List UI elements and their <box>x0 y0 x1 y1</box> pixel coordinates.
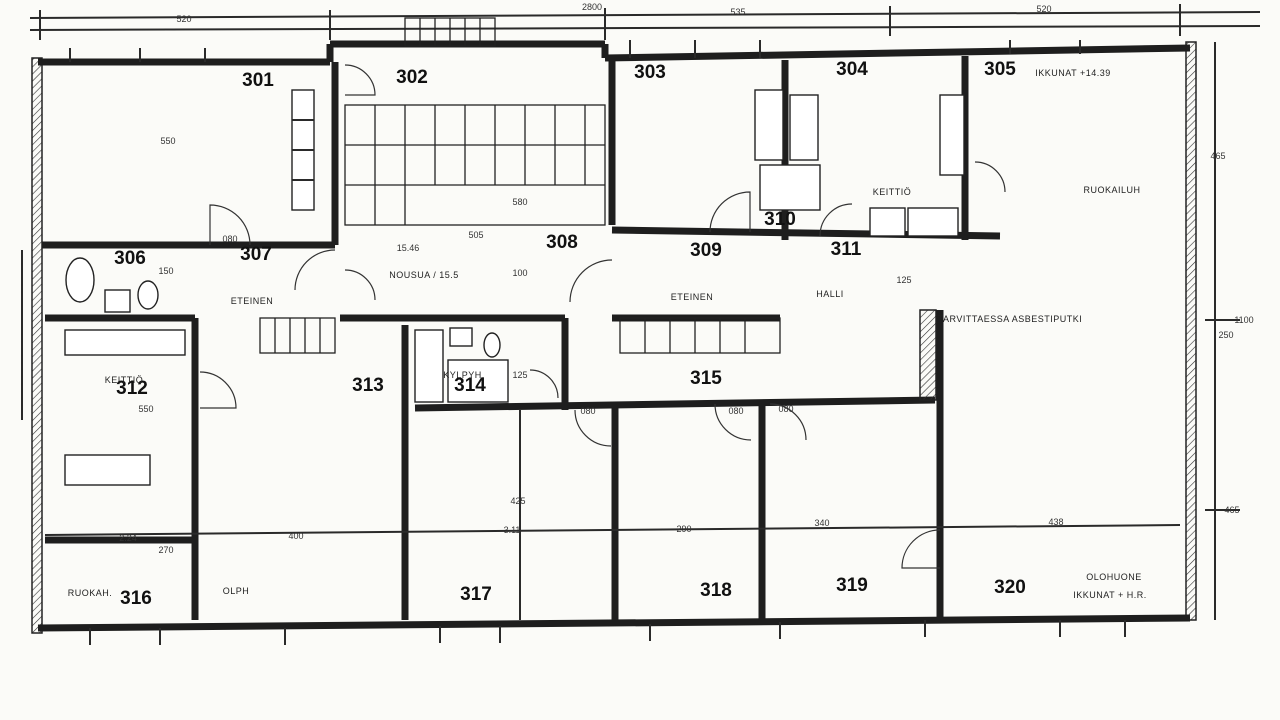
room-number-313: 313 <box>352 375 384 396</box>
dimension-d-080c: 080 <box>728 406 743 416</box>
room-label-ikkunat-305: IKKUNAT +14.39 <box>1035 68 1110 78</box>
room-number-316: 316 <box>120 588 152 609</box>
dimension-d-100: 100 <box>512 268 527 278</box>
room-label-keittio-312: KEITTIÖ <box>105 375 144 385</box>
dimension-d-550b: 550 <box>138 404 153 414</box>
room-numbers: 301 302 303 304 305 306 307 308 309 310 311 312 313 3… <box>114 59 1026 609</box>
room-label-nousu-308: NOUSUA / 15.5 <box>389 270 459 280</box>
room-number-301: 301 <box>242 70 274 91</box>
room-label-kylpyh-314: KYLPYH. <box>443 370 485 380</box>
dimension-d-1546: 15.46 <box>397 243 420 253</box>
dimension-d-2800: 2800 <box>582 2 602 12</box>
room-label-ikkunat-320: IKKUNAT + H.R. <box>1073 590 1146 600</box>
room-number-317: 317 <box>460 584 492 605</box>
dimension-d-340: 340 <box>814 518 829 528</box>
room-number-307: 307 <box>240 244 272 265</box>
dimension-d-465a: 465 <box>1210 151 1225 161</box>
dimension-d-250: 250 <box>1218 330 1233 340</box>
room-label-olohuone-320: OLOHUONE <box>1086 572 1142 582</box>
room-number-320: 320 <box>994 577 1026 598</box>
room-label-olph-316: OLPH <box>223 586 250 596</box>
interior-walls <box>42 56 1181 620</box>
dimension-d-080a: 080 <box>222 234 237 244</box>
room-label-ruokah-316: RUOKAH. <box>68 588 113 598</box>
room-number-306: 306 <box>114 248 146 269</box>
room-number-303: 303 <box>634 62 666 83</box>
fixtures <box>64 89 965 486</box>
room-number-305: 305 <box>984 59 1016 80</box>
dimension-d-580: 580 <box>512 197 527 207</box>
room-number-315: 315 <box>690 368 722 389</box>
dimension-d-535: 535 <box>730 7 745 17</box>
dimension-d-311: 3.11 <box>504 525 521 535</box>
exterior-walls <box>31 40 1197 634</box>
dimension-d-224: 2.24 <box>119 533 137 543</box>
dimension-d-438: 438 <box>1048 517 1063 527</box>
dimension-d-505: 505 <box>468 230 483 240</box>
dimension-d-465b: 465 <box>1224 505 1239 515</box>
dimension-d-425: 425 <box>510 496 525 506</box>
dimension-d-080b: 080 <box>580 406 595 416</box>
dimension-d-550a: 550 <box>160 136 175 146</box>
room-number-318: 318 <box>700 580 732 601</box>
room-number-312: 312 <box>116 378 148 399</box>
window-marks <box>69 40 1126 645</box>
dimension-d-520b: 520 <box>1036 4 1051 14</box>
dimension-d-125b: 125 <box>512 370 527 380</box>
room-label-ruokailu-305: RUOKAILUH <box>1083 185 1140 195</box>
room-number-314: 314 <box>454 375 486 396</box>
dimension-d-270: 270 <box>158 545 173 555</box>
dimension-d-125: 125 <box>896 275 911 285</box>
dimension-d-290: 290 <box>676 524 691 534</box>
room-label-tarvittaessa: TARVITTAESSA ASBESTIPUTKI <box>938 314 1083 324</box>
room-label-eteinen-307: ETEINEN <box>231 296 274 306</box>
room-label-halli: HALLI <box>816 289 844 299</box>
room-number-308: 308 <box>546 232 578 253</box>
top-dimension-lines <box>29 4 1261 40</box>
room-label-eteinen-309: ETEINEN <box>671 292 714 302</box>
room-label-keittio-304: KEITTIÖ <box>873 187 912 197</box>
dimension-d-080d: 080 <box>778 404 793 414</box>
room-number-310: 310 <box>764 209 796 230</box>
room-number-304: 304 <box>836 59 868 80</box>
room-number-302: 302 <box>396 67 428 88</box>
door-swings <box>199 64 1006 569</box>
dimension-texts: 520 2800 535 520 550 505 580 080 15.46 100 150 125 4… <box>119 2 1253 555</box>
dimension-d-1100: 1100 <box>1234 315 1253 325</box>
room-number-311: 311 <box>831 239 862 260</box>
room-number-319: 319 <box>836 575 868 596</box>
dimension-d-520a: 520 <box>176 14 191 24</box>
staircase <box>259 17 781 354</box>
dimension-d-150: 150 <box>158 266 173 276</box>
room-number-309: 309 <box>690 240 722 261</box>
dimension-d-400: 400 <box>288 531 303 541</box>
side-dimension-lines <box>21 42 1240 620</box>
